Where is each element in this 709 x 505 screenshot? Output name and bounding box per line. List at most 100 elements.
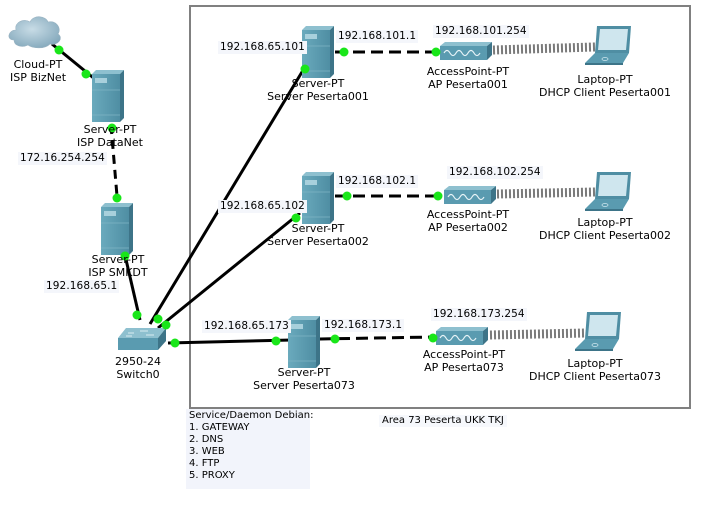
- ap073-name: AP Peserta073: [424, 361, 504, 374]
- ap001-ip: 192.168.101.254: [433, 25, 529, 38]
- port-up-dot: [433, 191, 443, 201]
- wireless-ap002-laptop002: [496, 187, 596, 199]
- ap001-type: AccessPoint-PT: [426, 65, 510, 78]
- server073-lan-ip: 192.168.65.173: [202, 320, 291, 333]
- isp-datanet-name: ISP DataNet: [77, 136, 143, 149]
- ports: [54, 45, 443, 348]
- isp-datanet-server-icon[interactable]: [92, 70, 124, 122]
- server001-name: Server Peserta001: [267, 90, 369, 103]
- service-item: 2. DNS: [189, 434, 224, 445]
- server002-server-icon[interactable]: [302, 172, 334, 224]
- server073-label: Server-PT Server Peserta073: [244, 366, 364, 392]
- link-smkdt-switch[interactable]: [122, 250, 142, 321]
- port-up-dot: [300, 64, 310, 74]
- service-item: 4. FTP: [189, 458, 220, 469]
- port-up-dot: [132, 310, 142, 320]
- service-note: Service/Daemon Debian: 1. GATEWAY 2. DNS…: [186, 409, 314, 489]
- laptop073-name: DHCP Client Peserta073: [529, 370, 661, 383]
- server002-label: Server-PT Server Peserta002: [258, 222, 378, 248]
- port-up-dot: [271, 336, 281, 346]
- laptop002-label: Laptop-PT DHCP Client Peserta002: [530, 216, 680, 242]
- server002-type: Server-PT: [291, 222, 345, 235]
- server001-type: Server-PT: [291, 77, 345, 90]
- link-switch-server001[interactable]: [148, 66, 307, 325]
- port-up-dot: [120, 251, 130, 261]
- isp-smkdt-server-icon[interactable]: [101, 203, 133, 255]
- area-label: Area 73 Peserta UKK TKJ: [379, 415, 507, 427]
- ap002-label: AccessPoint-PT AP Peserta002: [418, 208, 518, 234]
- link-switch-server073[interactable]: [167, 338, 293, 345]
- port-up-dot: [81, 69, 91, 79]
- service-note-title: Service/Daemon Debian:: [189, 410, 314, 421]
- port-up-dot: [54, 45, 64, 55]
- isp-smkdt-type: Server-PT: [91, 253, 145, 266]
- port-up-dot: [431, 47, 441, 57]
- server073-wlan-ip: 192.168.173.1: [322, 319, 405, 332]
- ap001-label: AccessPoint-PT AP Peserta001: [418, 65, 518, 91]
- isp-smkdt-ip: 192.168.65.1: [44, 280, 120, 293]
- port-up-dot: [339, 47, 349, 57]
- port-up-dot: [170, 338, 180, 348]
- ap001-name: AP Peserta001: [428, 78, 508, 91]
- server073-server-icon[interactable]: [288, 316, 320, 368]
- laptop001-laptop-icon[interactable]: [585, 26, 631, 65]
- switch-name: Switch0: [116, 368, 160, 381]
- port-up-dot: [291, 213, 301, 223]
- server001-label: Server-PT Server Peserta001: [258, 77, 378, 103]
- ap002-name: AP Peserta002: [428, 221, 508, 234]
- cloud-type: Cloud-PT: [13, 58, 63, 71]
- server001-lan-ip: 192.168.65.101: [218, 41, 307, 54]
- laptop002-name: DHCP Client Peserta002: [539, 229, 671, 242]
- service-item: 5. PROXY: [189, 470, 235, 481]
- port-up-dot: [112, 193, 122, 203]
- server002-lan-ip: 192.168.65.102: [218, 200, 307, 213]
- isp-smkdt-label: Server-PT ISP SMKDT: [70, 253, 166, 279]
- laptop001-name: DHCP Client Peserta001: [539, 86, 671, 99]
- laptop001-type: Laptop-PT: [577, 73, 633, 86]
- ap073-label: AccessPoint-PT AP Peserta073: [414, 348, 514, 374]
- server002-wlan-ip: 192.168.102.1: [336, 175, 419, 188]
- ap073-type: AccessPoint-PT: [422, 348, 506, 361]
- area-box: [189, 5, 691, 409]
- service-item: 3. WEB: [189, 446, 225, 457]
- ap001-accesspoint-icon[interactable]: [440, 42, 492, 60]
- laptop002-laptop-icon[interactable]: [585, 172, 631, 211]
- switch-type: 2950-24: [115, 355, 161, 368]
- isp-datanet-type: Server-PT: [83, 123, 137, 136]
- cloud-name: ISP BizNet: [9, 71, 67, 84]
- server001-server-icon[interactable]: [302, 26, 334, 78]
- switch-label: 2950-24 Switch0: [108, 355, 168, 381]
- laptop073-type: Laptop-PT: [567, 357, 623, 370]
- port-up-dot: [342, 191, 352, 201]
- isp-datanet-ip: 172.16.254.254: [18, 152, 107, 165]
- port-up-dot: [153, 314, 163, 324]
- link-datanet-smkdt[interactable]: [109, 124, 119, 197]
- laptop073-label: Laptop-PT DHCP Client Peserta073: [520, 357, 670, 383]
- port-up-dot: [161, 320, 171, 330]
- isp-datanet-label: Server-PT ISP DataNet: [62, 123, 158, 149]
- ap002-accesspoint-icon[interactable]: [444, 186, 496, 204]
- server002-name: Server Peserta002: [267, 235, 369, 248]
- port-up-dot: [428, 333, 438, 343]
- server073-name: Server Peserta073: [253, 379, 355, 392]
- ap073-accesspoint-icon[interactable]: [436, 327, 488, 345]
- cloud-icon[interactable]: [8, 16, 61, 49]
- wireless-ap073-laptop073: [489, 328, 586, 340]
- service-item: 1. GATEWAY: [189, 422, 250, 433]
- laptop073-laptop-icon[interactable]: [575, 312, 621, 351]
- ap002-ip: 192.168.102.254: [447, 166, 543, 179]
- laptop001-label: Laptop-PT DHCP Client Peserta001: [530, 73, 680, 99]
- port-up-dot: [330, 334, 340, 344]
- link-switch-server002[interactable]: [157, 211, 301, 330]
- server073-type: Server-PT: [277, 366, 331, 379]
- isp-smkdt-name: ISP SMKDT: [88, 266, 148, 279]
- switch-icon[interactable]: [118, 328, 166, 350]
- server001-wlan-ip: 192.168.101.1: [336, 30, 419, 43]
- wireless-links: [489, 42, 596, 340]
- ap073-ip: 192.168.173.254: [431, 308, 527, 321]
- cloud-label: Cloud-PT ISP BizNet: [6, 58, 70, 84]
- ap002-type: AccessPoint-PT: [426, 208, 510, 221]
- laptop002-type: Laptop-PT: [577, 216, 633, 229]
- port-up-dot: [107, 123, 117, 133]
